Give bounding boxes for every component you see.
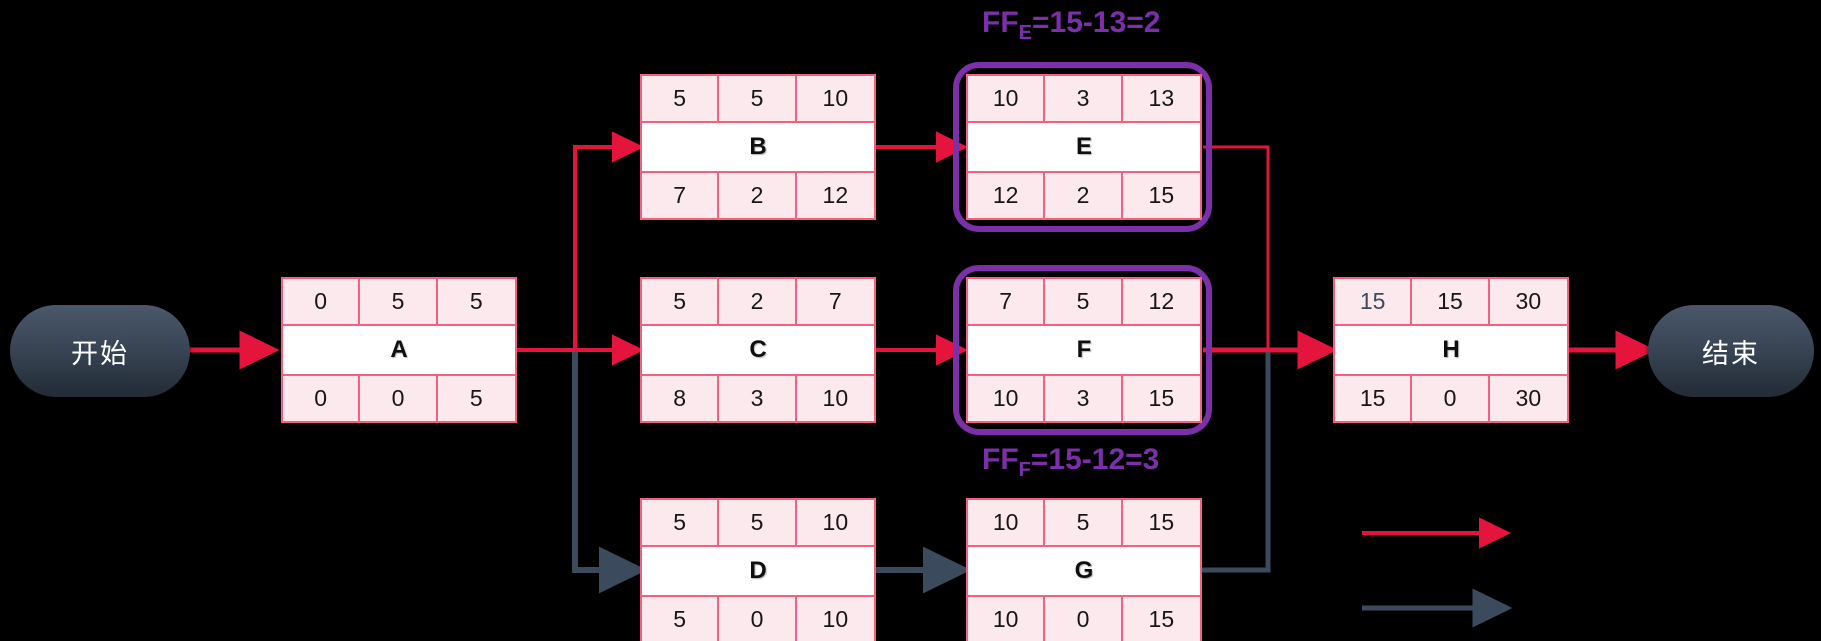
node-F-lf: 15 (1148, 384, 1175, 411)
node-B-ls: 7 (642, 172, 720, 218)
node-E-es: 10 (968, 76, 1046, 122)
ff-E-subscript: E (1018, 22, 1032, 44)
node-A-ls: 0 (283, 375, 361, 421)
node-G-label: G (968, 547, 1200, 595)
node-C-dur: 2 (719, 279, 797, 325)
node-B-ef: 10 (822, 85, 849, 112)
node-C-tf: 3 (719, 375, 797, 421)
node-D-dur: 5 (719, 500, 797, 546)
node-F-tf: 3 (1045, 375, 1123, 421)
activity-node-A[interactable]: 0 5 5 A 0 0 5 (281, 277, 517, 423)
node-A-dur: 5 (360, 279, 438, 325)
activity-node-D[interactable]: 5 5 10 D 5 0 10 (640, 498, 876, 641)
terminal-start[interactable]: 开始 (10, 305, 190, 397)
node-H-tf: 0 (1412, 375, 1490, 421)
node-A-es: 0 (283, 279, 361, 325)
node-H-lf: 30 (1515, 384, 1542, 411)
node-B-dur: 5 (719, 76, 797, 122)
node-H-es: 15 (1335, 279, 1413, 325)
node-E-lf: 15 (1148, 181, 1175, 208)
ff-E-expression: =15-13=2 (1032, 6, 1161, 39)
edge-A-D (572, 352, 647, 594)
node-A-label: A (283, 326, 515, 374)
node-G-dur: 5 (1045, 500, 1123, 546)
node-B-tf: 2 (719, 172, 797, 218)
activity-node-G[interactable]: 10 5 15 G 10 0 15 (966, 498, 1202, 641)
ff-E-prefix: FF (982, 6, 1019, 39)
ff-F-expression: =15-12=3 (1030, 443, 1160, 476)
node-G-ef: 15 (1148, 509, 1175, 536)
node-E-tf: 2 (1045, 172, 1123, 218)
terminal-start-label: 开始 (71, 338, 129, 369)
node-H-ls: 15 (1335, 375, 1413, 421)
node-F-dur: 5 (1045, 279, 1123, 325)
edge-A-B (517, 131, 644, 352)
annotation-ff-F: FFF=15-12=3 (982, 443, 1159, 482)
node-G-tf: 0 (1045, 596, 1123, 641)
node-H-ef: 30 (1515, 288, 1542, 315)
annotation-ff-E: FFE=15-13=2 (982, 6, 1160, 45)
terminal-end-label: 结束 (1702, 338, 1760, 369)
node-C-es: 5 (642, 279, 720, 325)
edge-G-H (1200, 352, 1271, 573)
node-C-ef: 7 (828, 288, 842, 315)
node-G-ls: 10 (968, 596, 1046, 641)
ff-F-subscript: F (1018, 459, 1031, 481)
activity-node-E[interactable]: 10 3 13 E 12 2 15 (966, 74, 1202, 220)
node-F-es: 7 (968, 279, 1046, 325)
node-A-ef: 5 (469, 288, 483, 315)
edge-E-H (1203, 145, 1270, 350)
node-H-dur: 15 (1412, 279, 1490, 325)
node-B-es: 5 (642, 76, 720, 122)
node-G-lf: 15 (1148, 605, 1175, 632)
node-B-lf: 12 (822, 181, 849, 208)
node-D-tf: 0 (719, 596, 797, 641)
node-A-lf: 5 (469, 384, 483, 411)
terminal-end[interactable]: 结束 (1648, 305, 1814, 397)
node-D-label: D (642, 547, 874, 595)
activity-node-F[interactable]: 7 5 12 F 10 3 15 (966, 277, 1202, 423)
ff-F-prefix: FF (982, 443, 1019, 476)
node-D-lf: 10 (822, 605, 849, 632)
node-F-label: F (968, 326, 1200, 374)
activity-node-C[interactable]: 5 2 7 C 8 3 10 (640, 277, 876, 423)
node-H-label: H (1335, 326, 1567, 374)
node-E-label: E (968, 123, 1200, 171)
node-C-lf: 10 (822, 384, 849, 411)
node-F-ls: 10 (968, 375, 1046, 421)
node-D-es: 5 (642, 500, 720, 546)
node-G-es: 10 (968, 500, 1046, 546)
node-E-ls: 12 (968, 172, 1046, 218)
node-A-tf: 0 (360, 375, 438, 421)
node-B-label: B (642, 123, 874, 171)
node-E-dur: 3 (1045, 76, 1123, 122)
activity-node-B[interactable]: 5 5 10 B 7 2 12 (640, 74, 876, 220)
node-C-label: C (642, 326, 874, 374)
node-D-ls: 5 (642, 596, 720, 641)
activity-node-H[interactable]: 15 15 30 H 15 0 30 (1333, 277, 1569, 423)
node-D-ef: 10 (822, 509, 849, 536)
node-E-ef: 13 (1148, 85, 1175, 112)
node-C-ls: 8 (642, 375, 720, 421)
node-F-ef: 12 (1148, 288, 1175, 315)
